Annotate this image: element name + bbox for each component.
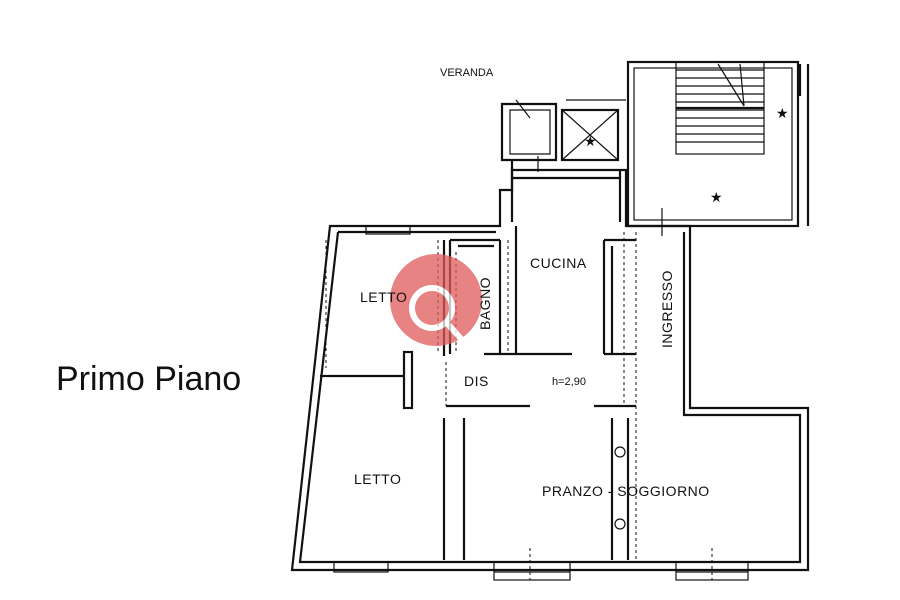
windows bbox=[333, 225, 749, 581]
room-label-letto-top: LETTO bbox=[360, 289, 407, 305]
room-label-cucina: CUCINA bbox=[530, 255, 587, 271]
room-label-letto-bottom: LETTO bbox=[354, 471, 401, 487]
light-shaft bbox=[560, 99, 626, 162]
room-label-pranzo-soggiorno: PRANZO - SOGGIORNO bbox=[542, 483, 710, 499]
star-marker: ★ bbox=[776, 105, 789, 121]
room-label-dis: DIS bbox=[464, 373, 489, 389]
interior-walls bbox=[320, 208, 663, 560]
room-height-label: h=2,90 bbox=[552, 376, 586, 388]
veranda-area bbox=[500, 99, 622, 222]
staircase bbox=[675, 61, 765, 155]
room-label-veranda: VERANDA bbox=[440, 67, 494, 79]
star-marker: ★ bbox=[710, 189, 723, 205]
star-marker: ★ bbox=[584, 133, 597, 149]
watermark-logo bbox=[390, 254, 482, 346]
room-label-ingresso: INGRESSO bbox=[659, 270, 675, 348]
floor-title: Primo Piano bbox=[56, 360, 242, 398]
outer-walls bbox=[290, 60, 810, 572]
room-label-bagno: BAGNO bbox=[477, 277, 493, 330]
